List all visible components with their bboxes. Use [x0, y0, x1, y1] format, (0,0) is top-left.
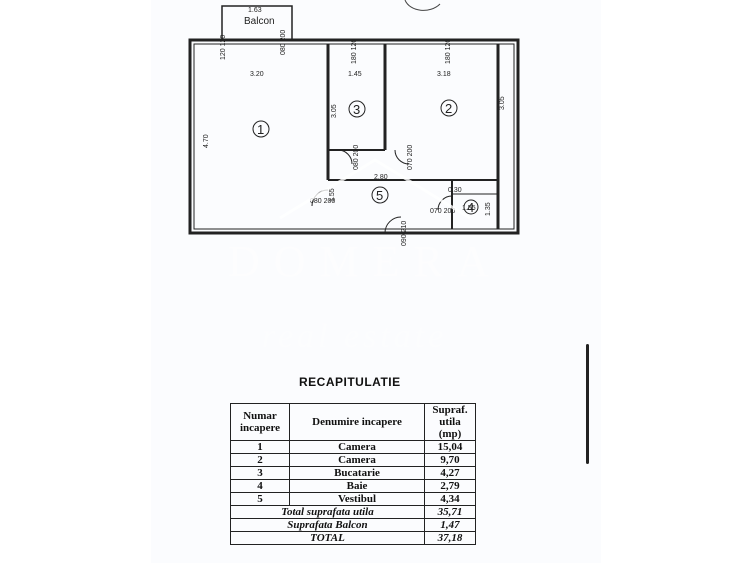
door-label: 080 200 — [310, 198, 335, 205]
room-area: 2,79 — [424, 479, 476, 493]
entry-door-label: 090 210 — [401, 221, 408, 246]
room1-width-dim: 3.20 — [250, 71, 264, 78]
inner-wall-line — [193, 43, 515, 230]
watermark-brand: DOMERA — [228, 237, 503, 286]
room1-height-dim: 4.70 — [203, 134, 210, 148]
door-label: 070 200 — [430, 208, 455, 215]
summary-title: RECAPITULATIE — [299, 375, 401, 389]
watermark-tagline: real estate — [262, 318, 448, 355]
table-row: 3 Bucatarie 4,27 — [230, 466, 476, 480]
col-header: Denumire incapere — [289, 403, 425, 441]
col-header: Numar incapere — [230, 403, 290, 441]
room-number: 2 — [230, 453, 290, 467]
hall-height-dim: 1.55 — [329, 188, 336, 202]
table-row: 5 Vestibul 4,34 — [230, 492, 476, 506]
total-label: Total suprafata utila — [230, 505, 425, 519]
room-number: 4 — [230, 479, 290, 493]
scrollbar[interactable] — [586, 344, 589, 464]
room-marker — [463, 199, 479, 215]
room-number: 1 — [230, 440, 290, 454]
outer-walls — [188, 38, 520, 235]
door-swing — [337, 149, 353, 165]
table-header-row: Numar incapere Denumire incapere Supraf.… — [230, 403, 476, 441]
bath-height-dim: 1.35 — [485, 202, 492, 216]
entry-door-swing — [384, 216, 402, 234]
col-header: Supraf. utila (mp) — [424, 403, 476, 441]
room3-height-dim: 3.05 — [331, 104, 338, 118]
room-name: Baie — [289, 479, 425, 493]
room-area: 9,70 — [424, 453, 476, 467]
summary-table: Numar incapere Denumire incapere Supraf.… — [230, 403, 476, 545]
room-name: Vestibul — [289, 492, 425, 506]
watermark-roof — [279, 158, 471, 220]
room-number: 5 — [230, 492, 290, 506]
room-marker — [348, 100, 366, 118]
room-name: Bucatarie — [289, 466, 425, 480]
total-value: 1,47 — [424, 518, 476, 532]
room-name: Camera — [289, 453, 425, 467]
table-row: 4 Baie 2,79 — [230, 479, 476, 493]
hall-width-dim: 2.80 — [374, 174, 388, 181]
room-marker — [252, 120, 270, 138]
room-number: 3 — [230, 466, 290, 480]
balcony-door-label: 080 200 — [280, 30, 287, 55]
window-label: 180 120 — [445, 39, 452, 64]
room3-width-dim: 1.45 — [348, 71, 362, 78]
total-label: Suprafata Balcon — [230, 518, 425, 532]
table-row: 1 Camera 15,04 — [230, 440, 476, 454]
total-label: TOTAL — [230, 531, 425, 545]
room-number-3: 3 — [353, 102, 360, 117]
room-number-1: 1 — [257, 122, 264, 137]
door-label: 080 200 — [353, 145, 360, 170]
total-row: Total suprafata utila 35,71 — [230, 505, 476, 519]
balcony-width-dim: 1.63 — [248, 7, 262, 14]
room-number-4: 4 — [467, 200, 474, 215]
room-marker — [440, 99, 458, 117]
total-row: TOTAL 37,18 — [230, 531, 476, 545]
total-row: Suprafata Balcon 1,47 — [230, 518, 476, 532]
decor-curve — [404, 0, 441, 11]
window-label: 120 120 — [220, 35, 227, 60]
room-area: 4,34 — [424, 492, 476, 506]
room-number-5: 5 — [376, 188, 383, 203]
door-swing — [394, 149, 410, 165]
table-row: 2 Camera 9,70 — [230, 453, 476, 467]
total-value: 37,18 — [424, 531, 476, 545]
room2-width-dim: 3.18 — [437, 71, 451, 78]
kitchen-depth-dim: 0.30 — [448, 187, 462, 194]
total-value: 35,71 — [424, 505, 476, 519]
room-name: Camera — [289, 440, 425, 454]
balcony-label: Balcon — [244, 16, 275, 27]
room-number-2: 2 — [445, 101, 452, 116]
bath-width-dim: 1.55 — [462, 205, 476, 212]
room2-height-dim: 3.05 — [499, 96, 506, 110]
room-area: 15,04 — [424, 440, 476, 454]
window-label: 180 120 — [351, 39, 358, 64]
door-label: 070 200 — [407, 145, 414, 170]
room-area: 4,27 — [424, 466, 476, 480]
room-marker — [371, 186, 389, 204]
